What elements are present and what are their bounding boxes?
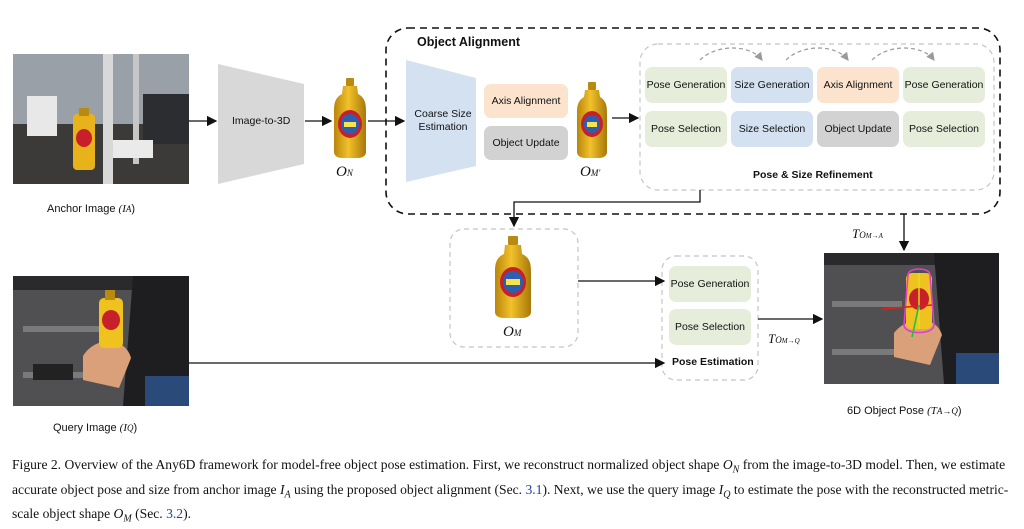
coarse-size-trapezoid xyxy=(406,60,476,182)
axis-alignment-box: Axis Alignment xyxy=(484,84,568,118)
refine-size-generation: Size Generation xyxy=(731,67,813,103)
pose-estimation-container xyxy=(661,255,759,381)
omprime-symbol: OM′ xyxy=(580,164,601,180)
refine-pose-selection-2: Pose Selection xyxy=(903,111,985,147)
query-image-label: Query Image (IQ) xyxy=(53,422,138,434)
anchor-image-label: Anchor Image (IA) xyxy=(47,203,136,215)
section-ref-3-2[interactable]: 3.2 xyxy=(166,506,184,522)
refine-pose-generation-2: Pose Generation xyxy=(903,67,985,103)
on-symbol: ON xyxy=(336,164,353,180)
pose-selection-box: Pose Selection xyxy=(669,309,751,345)
mustard-bottle-on xyxy=(334,78,366,158)
section-ref-3-1[interactable]: 3.1 xyxy=(525,481,543,497)
image-to-3d-trapezoid xyxy=(218,64,304,184)
refine-pose-generation-1: Pose Generation xyxy=(645,67,727,103)
query-image-scene xyxy=(13,276,189,406)
refinement-title: Pose & Size Refinement xyxy=(753,169,873,181)
om-container xyxy=(449,228,579,348)
image-to-3d-label: Image-to-3D xyxy=(232,115,291,127)
t-om-a-label: TOM→A xyxy=(852,226,883,241)
object-alignment-title: Object Alignment xyxy=(417,35,521,49)
pose-estimation-title: Pose Estimation xyxy=(672,356,754,368)
anchor-image-scene xyxy=(13,54,189,184)
pose-generation-box: Pose Generation xyxy=(669,266,751,302)
refine-size-selection: Size Selection xyxy=(731,111,813,147)
result-image xyxy=(824,253,999,384)
t-om-q-label: TOM→Q xyxy=(768,331,800,346)
coarse-size-estimation-label: Coarse Size Estimation xyxy=(414,108,472,133)
refinement-container xyxy=(639,43,995,191)
anchor-image xyxy=(13,54,189,184)
refine-pose-selection-1: Pose Selection xyxy=(645,111,727,147)
result-image-scene xyxy=(824,253,999,384)
mustard-bottle-omprime xyxy=(577,82,607,158)
object-update-box: Object Update xyxy=(484,126,568,160)
figure-caption: Figure 2. Overview of the Any6D framewor… xyxy=(12,457,1009,526)
refine-axis-alignment: Axis Alignment xyxy=(817,67,899,103)
mustard-bottle-om xyxy=(495,236,531,318)
result-label: 6D Object Pose (TA→Q) xyxy=(847,405,962,417)
om-symbol: OM xyxy=(503,324,522,340)
refine-object-update: Object Update xyxy=(817,111,899,147)
query-image xyxy=(13,276,189,406)
